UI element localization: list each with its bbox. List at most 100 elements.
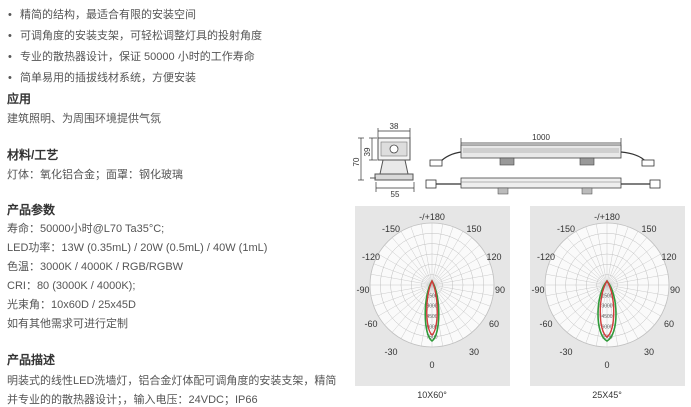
polar-spoke xyxy=(606,274,669,286)
description-line: 并专业的的散热器设计；，输入电压：24VDC；IP66 xyxy=(7,394,258,406)
description-heading: 产品描述 xyxy=(7,353,56,367)
polar-spoke xyxy=(431,226,454,286)
polar-spoke xyxy=(431,284,491,307)
polar-spoke xyxy=(606,237,648,286)
polar-spoke xyxy=(606,284,669,296)
polar-curve-red xyxy=(599,279,615,338)
polar-spoke xyxy=(585,226,608,286)
polar-angle-label: -30 xyxy=(559,347,572,357)
polar-spoke xyxy=(575,231,608,286)
side-profile xyxy=(370,137,414,181)
feature-item: •可调角度的安装支架，可轻松调整灯具的投射角度 xyxy=(8,30,262,42)
polar-spoke xyxy=(545,284,608,296)
polar-angle-label: -60 xyxy=(364,319,377,329)
polar-spoke xyxy=(378,253,433,286)
params-list: 寿命：50000小时@L70 Ta35°C; LED功率：13W (0.35mL… xyxy=(7,220,267,334)
polar-angle-label: 150 xyxy=(641,224,656,234)
params-heading: 产品参数 xyxy=(7,203,56,217)
polar-spoke xyxy=(384,284,433,326)
param-item: 寿命：50000小时@L70 Ta35°C; xyxy=(7,223,165,235)
polar-spoke xyxy=(596,284,608,347)
materials-text: 灯体：氧化铝合金；面罩：钢化玻璃 xyxy=(7,169,183,181)
polar-spoke xyxy=(545,274,608,286)
polar-spoke xyxy=(400,231,433,286)
polar-radial-label: 3000 xyxy=(601,304,612,310)
polar-angle-label: 90 xyxy=(670,285,680,295)
feature-item: •简单易用的插拔线材系统，方便安装 xyxy=(8,72,196,84)
polar-spoke xyxy=(431,284,473,333)
polar-angle-label: -/+180 xyxy=(419,212,445,222)
polar-spoke xyxy=(606,284,629,344)
polar-spoke xyxy=(606,284,666,307)
dim-label: 39 xyxy=(363,147,372,156)
polar-spoke xyxy=(431,231,464,286)
polar-spoke xyxy=(378,284,433,317)
polar-radial-label: 4500 xyxy=(601,314,612,320)
polar-spoke xyxy=(431,263,491,286)
polar-radial-label: 1500 xyxy=(601,293,612,299)
application-text: 建筑照明、为周围环境提供气氛 xyxy=(7,113,161,125)
polar-spoke xyxy=(553,253,608,286)
polar-spoke xyxy=(370,274,433,286)
polar-angle-label: 60 xyxy=(489,319,499,329)
polar-spoke xyxy=(431,244,480,286)
materials-heading: 材料/工艺 xyxy=(7,148,59,162)
polar-angle-label: 120 xyxy=(486,252,501,262)
polar-radial-label: 7500 xyxy=(426,335,437,341)
bar-front-view xyxy=(425,177,661,195)
polar-curve-green xyxy=(424,279,440,342)
polar-radial-label: 1500 xyxy=(426,293,437,299)
polar-radial-label: 3000 xyxy=(426,304,437,310)
polar-spoke xyxy=(431,237,473,286)
application-heading: 应用 xyxy=(7,92,32,106)
polar-spoke xyxy=(606,223,618,286)
polar-angle-label: -120 xyxy=(537,252,555,262)
polar-spoke xyxy=(559,244,608,286)
polar-spoke xyxy=(606,244,655,286)
polar-angle-label: -/+180 xyxy=(594,212,620,222)
polar-spoke xyxy=(431,223,443,286)
polar-angle-label: -150 xyxy=(382,224,400,234)
dim-label: 38 xyxy=(390,122,399,131)
param-item: 如有其他需求可进行定制 xyxy=(7,318,128,330)
polar-spoke xyxy=(373,284,433,307)
param-item: CRI：80 (3000K / 4000K); xyxy=(7,280,136,292)
polar-spoke xyxy=(391,284,433,333)
polar-angle-label: -60 xyxy=(539,319,552,329)
polar-curve-red xyxy=(426,279,438,336)
polar-spoke xyxy=(606,231,639,286)
polar-spoke xyxy=(559,284,608,326)
feature-item: •专业的散热器设计，保证 50000 小时的工作寿命 xyxy=(8,51,255,63)
bar-top-view xyxy=(429,144,655,167)
dim-label: 70 xyxy=(352,157,361,166)
polar-spoke xyxy=(596,223,608,286)
polar-angle-label: 30 xyxy=(644,347,654,357)
feature-list: •精简的结构，最适合有限的安装空间 •可调角度的安装支架，可轻松调整灯具的投射角… xyxy=(8,5,338,89)
dim-label: 1000 xyxy=(532,133,550,142)
polar-spoke xyxy=(421,223,433,286)
polar-spoke xyxy=(384,244,433,286)
polar-caption: 10X60° xyxy=(417,390,447,400)
polar-angle-label: 0 xyxy=(604,360,609,370)
dimension-drawing: 38 39 70 55 1000 xyxy=(352,122,661,199)
polar-spoke xyxy=(370,284,433,296)
param-item: 光束角：10x60D / 25x45D xyxy=(7,299,136,311)
polar-curve-green xyxy=(597,279,617,342)
polar-angle-label: -90 xyxy=(531,285,544,295)
polar-spoke xyxy=(431,284,494,296)
polar-radial-label: 6000 xyxy=(426,324,437,330)
polar-radial-label: 4500 xyxy=(426,314,437,320)
param-item: LED功率：13W (0.35mL) / 20W (0.5mL) / 40W (… xyxy=(7,242,268,254)
polar-spoke xyxy=(410,226,433,286)
polar-spoke xyxy=(431,274,494,286)
feature-item: •精简的结构，最适合有限的安装空间 xyxy=(8,9,196,21)
polar-spoke xyxy=(606,226,629,286)
description-line: 明装式的线性LED洗墙灯，铝合金灯体配可调角度的安装支架，精简 xyxy=(7,375,337,387)
polar-angle-label: 60 xyxy=(664,319,674,329)
polar-angle-label: 90 xyxy=(495,285,505,295)
polar-spoke xyxy=(606,253,661,286)
polar-spoke xyxy=(548,284,608,307)
param-item: 色温：3000K / 4000K / RGB/RGBW xyxy=(7,261,184,273)
polar-radial-label: 6000 xyxy=(601,324,612,330)
